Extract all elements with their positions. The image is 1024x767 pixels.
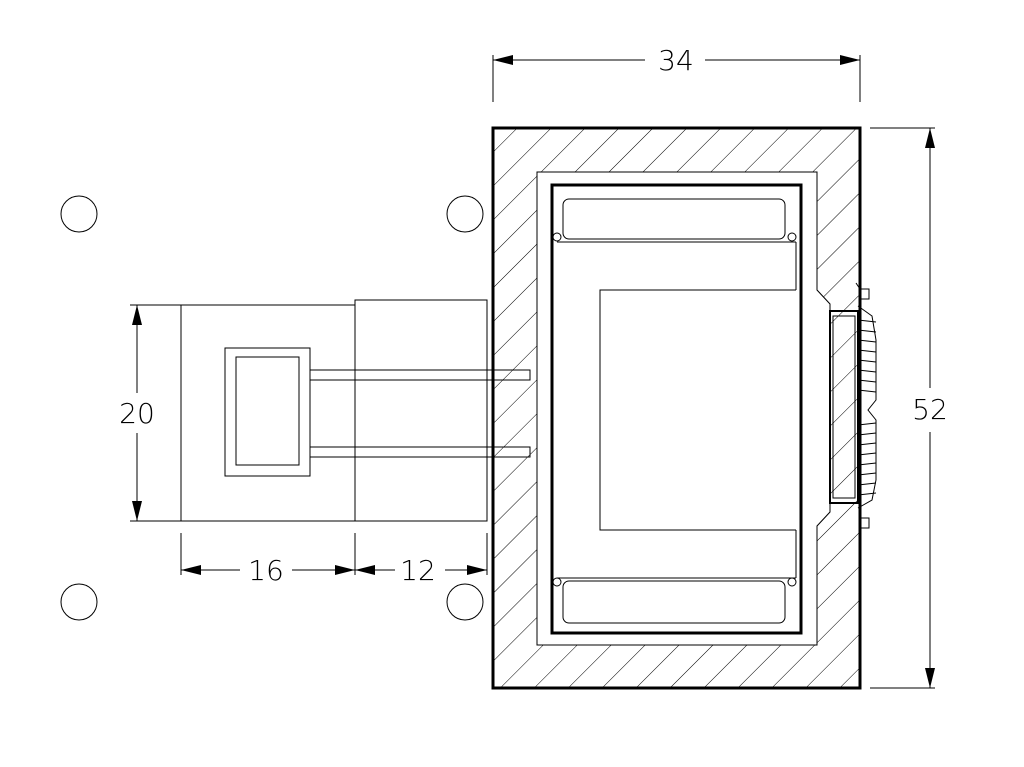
- knob-knurling: [857, 319, 877, 496]
- knob-base: [829, 310, 859, 504]
- housing-tab-top: [859, 288, 870, 300]
- knurled-knob: [829, 305, 877, 509]
- inner-c-channel: [599, 289, 796, 531]
- inner-component: [550, 183, 803, 635]
- mounting-hole-top-right: [446, 195, 484, 233]
- dimension-label-right: 52: [912, 393, 948, 426]
- housing-inner-cavity: [536, 171, 831, 646]
- connector-window-inner: [235, 356, 300, 466]
- mounting-holes: [60, 195, 484, 621]
- mounting-hole-bottom-left: [60, 583, 98, 621]
- connector-body-right: [354, 299, 488, 522]
- inner-frame: [550, 183, 803, 635]
- mounting-hole-top-left: [60, 195, 98, 233]
- dimension-left-height: 20: [119, 304, 181, 522]
- inner-top-pad: [562, 198, 786, 240]
- connector-pin-bottom: [309, 446, 531, 458]
- dimension-label-bottom-right: 12: [400, 554, 436, 587]
- dimension-top-width: 34: [492, 44, 861, 102]
- dimension-label-left: 20: [119, 397, 155, 430]
- housing-tab-bottom: [859, 517, 870, 529]
- inner-bottom-pad: [562, 580, 786, 624]
- housing-outline: [491, 126, 862, 690]
- connector-window-outer: [224, 347, 311, 477]
- housing: [491, 126, 870, 690]
- mounting-hole-bottom-right: [446, 583, 484, 621]
- connector-assembly: [180, 299, 531, 522]
- connector-pin-top: [309, 369, 531, 381]
- dimension-bottom: 16 12: [180, 533, 488, 587]
- housing-hatched-wall: [493, 128, 860, 688]
- dimension-label-bottom-left: 16: [248, 554, 284, 587]
- dimension-right-height: 52: [870, 127, 948, 689]
- dimension-label-top: 34: [658, 44, 694, 77]
- connector-body-left: [180, 304, 356, 522]
